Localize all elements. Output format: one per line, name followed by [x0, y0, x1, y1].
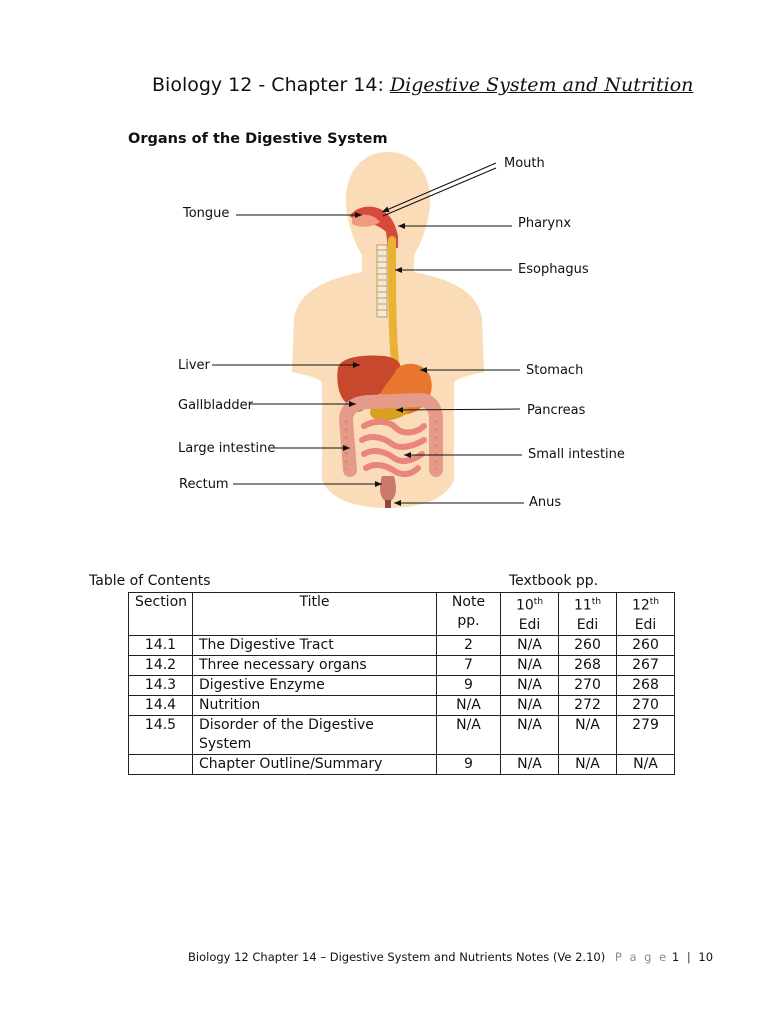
- cell-ed11: N/A: [558, 753, 617, 775]
- cell-ed10: N/A: [500, 694, 559, 716]
- trachea-shape: [376, 244, 388, 318]
- header-note: Note pp.: [436, 592, 501, 636]
- cell-title: Nutrition: [192, 694, 437, 716]
- label-anus: Anus: [529, 495, 561, 510]
- cell-ed12: N/A: [616, 753, 675, 775]
- footer-separator: |: [686, 950, 691, 964]
- cell-ed11: N/A: [558, 714, 617, 755]
- cell-title: Disorder of the Digestive System: [192, 714, 437, 755]
- cell-section: 14.2: [128, 654, 193, 676]
- header-title: Title: [192, 592, 437, 636]
- label-gallbladder: Gallbladder: [178, 398, 254, 413]
- table-of-contents: Section Title Note pp. 10th Edi 11th Edi…: [128, 592, 675, 775]
- rectum-shape: [380, 476, 396, 502]
- cell-ed10: N/A: [500, 714, 559, 755]
- table-row: 14.3 Digestive Enzyme 9 N/A 270 268: [128, 674, 675, 696]
- table-row: 14.5 Disorder of the Digestive System N/…: [128, 714, 675, 755]
- cell-note: 7: [436, 654, 501, 676]
- title-prefix: Biology 12 - Chapter 14:: [152, 74, 384, 96]
- cell-ed12: 260: [616, 634, 675, 656]
- digestive-system-diagram: Mouth Tongue Pharynx Esophagus Liver Sto…: [178, 152, 625, 510]
- cell-title: Chapter Outline/Summary: [192, 753, 437, 775]
- header-ed11: 11th Edi: [558, 592, 617, 636]
- table-row: 14.1 The Digestive Tract 2 N/A 260 260: [128, 634, 675, 656]
- footer-text: Biology 12 Chapter 14 – Digestive System…: [188, 950, 606, 964]
- header-ed12-sup: th: [649, 597, 660, 607]
- cell-note: N/A: [436, 714, 501, 755]
- table-row: 14.4 Nutrition N/A N/A 272 270: [128, 694, 675, 716]
- textbook-pages-label: Textbook pp.: [509, 573, 599, 589]
- header-ed10: 10th Edi: [500, 592, 559, 636]
- header-ed10-sup: th: [533, 597, 544, 607]
- header-ed11-num: 11: [573, 597, 592, 614]
- cell-ed12: 268: [616, 674, 675, 696]
- cell-section: 14.5: [128, 714, 193, 755]
- page-footer: Biology 12 Chapter 14 – Digestive System…: [188, 950, 713, 964]
- cell-ed12: 267: [616, 654, 675, 676]
- header-note-line1: Note: [451, 594, 486, 610]
- header-ed10-num: 10: [515, 597, 534, 614]
- header-section: Section: [128, 592, 193, 636]
- cell-ed10: N/A: [500, 753, 559, 775]
- cell-title: Digestive Enzyme: [192, 674, 437, 696]
- header-ed12: 12th Edi: [616, 592, 675, 636]
- label-rectum: Rectum: [179, 477, 229, 492]
- label-stomach: Stomach: [526, 363, 583, 378]
- label-pancreas: Pancreas: [527, 403, 586, 418]
- cell-title: Three necessary organs: [192, 654, 437, 676]
- cell-note: 2: [436, 634, 501, 656]
- cell-ed10: N/A: [500, 674, 559, 696]
- label-mouth: Mouth: [504, 156, 545, 171]
- label-liver: Liver: [178, 358, 211, 373]
- anus-shape: [385, 500, 391, 508]
- header-ed12-line2: Edi: [634, 616, 657, 633]
- label-pharynx: Pharynx: [518, 216, 571, 231]
- header-note-line2: pp.: [457, 613, 480, 629]
- large-intestine-shape: [338, 392, 443, 477]
- small-intestine-shape: [359, 418, 427, 478]
- label-small-intestine: Small intestine: [528, 447, 625, 462]
- cell-ed11: 268: [558, 654, 617, 676]
- cell-ed11: 260: [558, 634, 617, 656]
- toc-label: Table of Contents: [89, 573, 211, 589]
- cell-section: 14.4: [128, 694, 193, 716]
- label-tongue: Tongue: [182, 206, 229, 221]
- table-row: 14.2 Three necessary organs 7 N/A 268 26…: [128, 654, 675, 676]
- toc-header-row: Section Title Note pp. 10th Edi 11th Edi…: [128, 592, 675, 636]
- page-title: Biology 12 - Chapter 14: Digestive Syste…: [152, 74, 712, 96]
- header-ed11-sup: th: [591, 597, 602, 607]
- header-ed11-line2: Edi: [576, 616, 599, 633]
- cell-ed10: N/A: [500, 634, 559, 656]
- footer-page-word: P a g e: [614, 950, 669, 964]
- cell-section: [128, 753, 193, 775]
- label-leader-lines: [212, 162, 524, 506]
- cell-ed11: 270: [558, 674, 617, 696]
- cell-ed10: N/A: [500, 654, 559, 676]
- label-large-intestine: Large intestine: [178, 441, 275, 456]
- cell-ed12: 270: [616, 694, 675, 716]
- footer-page-number: 1: [671, 950, 680, 964]
- cell-note: 9: [436, 753, 501, 775]
- diagram-heading: Organs of the Digestive System: [128, 131, 388, 147]
- cell-note: 9: [436, 674, 501, 696]
- header-ed10-line2: Edi: [518, 616, 541, 633]
- label-esophagus: Esophagus: [518, 262, 589, 277]
- cell-note: N/A: [436, 694, 501, 716]
- cell-title: The Digestive Tract: [192, 634, 437, 656]
- header-ed12-num: 12: [631, 597, 650, 614]
- cell-section: 14.1: [128, 634, 193, 656]
- title-subject: Digestive System and Nutrition: [389, 74, 694, 96]
- table-row: Chapter Outline/Summary 9 N/A N/A N/A: [128, 753, 675, 775]
- cell-section: 14.3: [128, 674, 193, 696]
- footer-total-pages: 10: [698, 950, 714, 964]
- cell-ed12: 279: [616, 714, 675, 755]
- cell-ed11: 272: [558, 694, 617, 716]
